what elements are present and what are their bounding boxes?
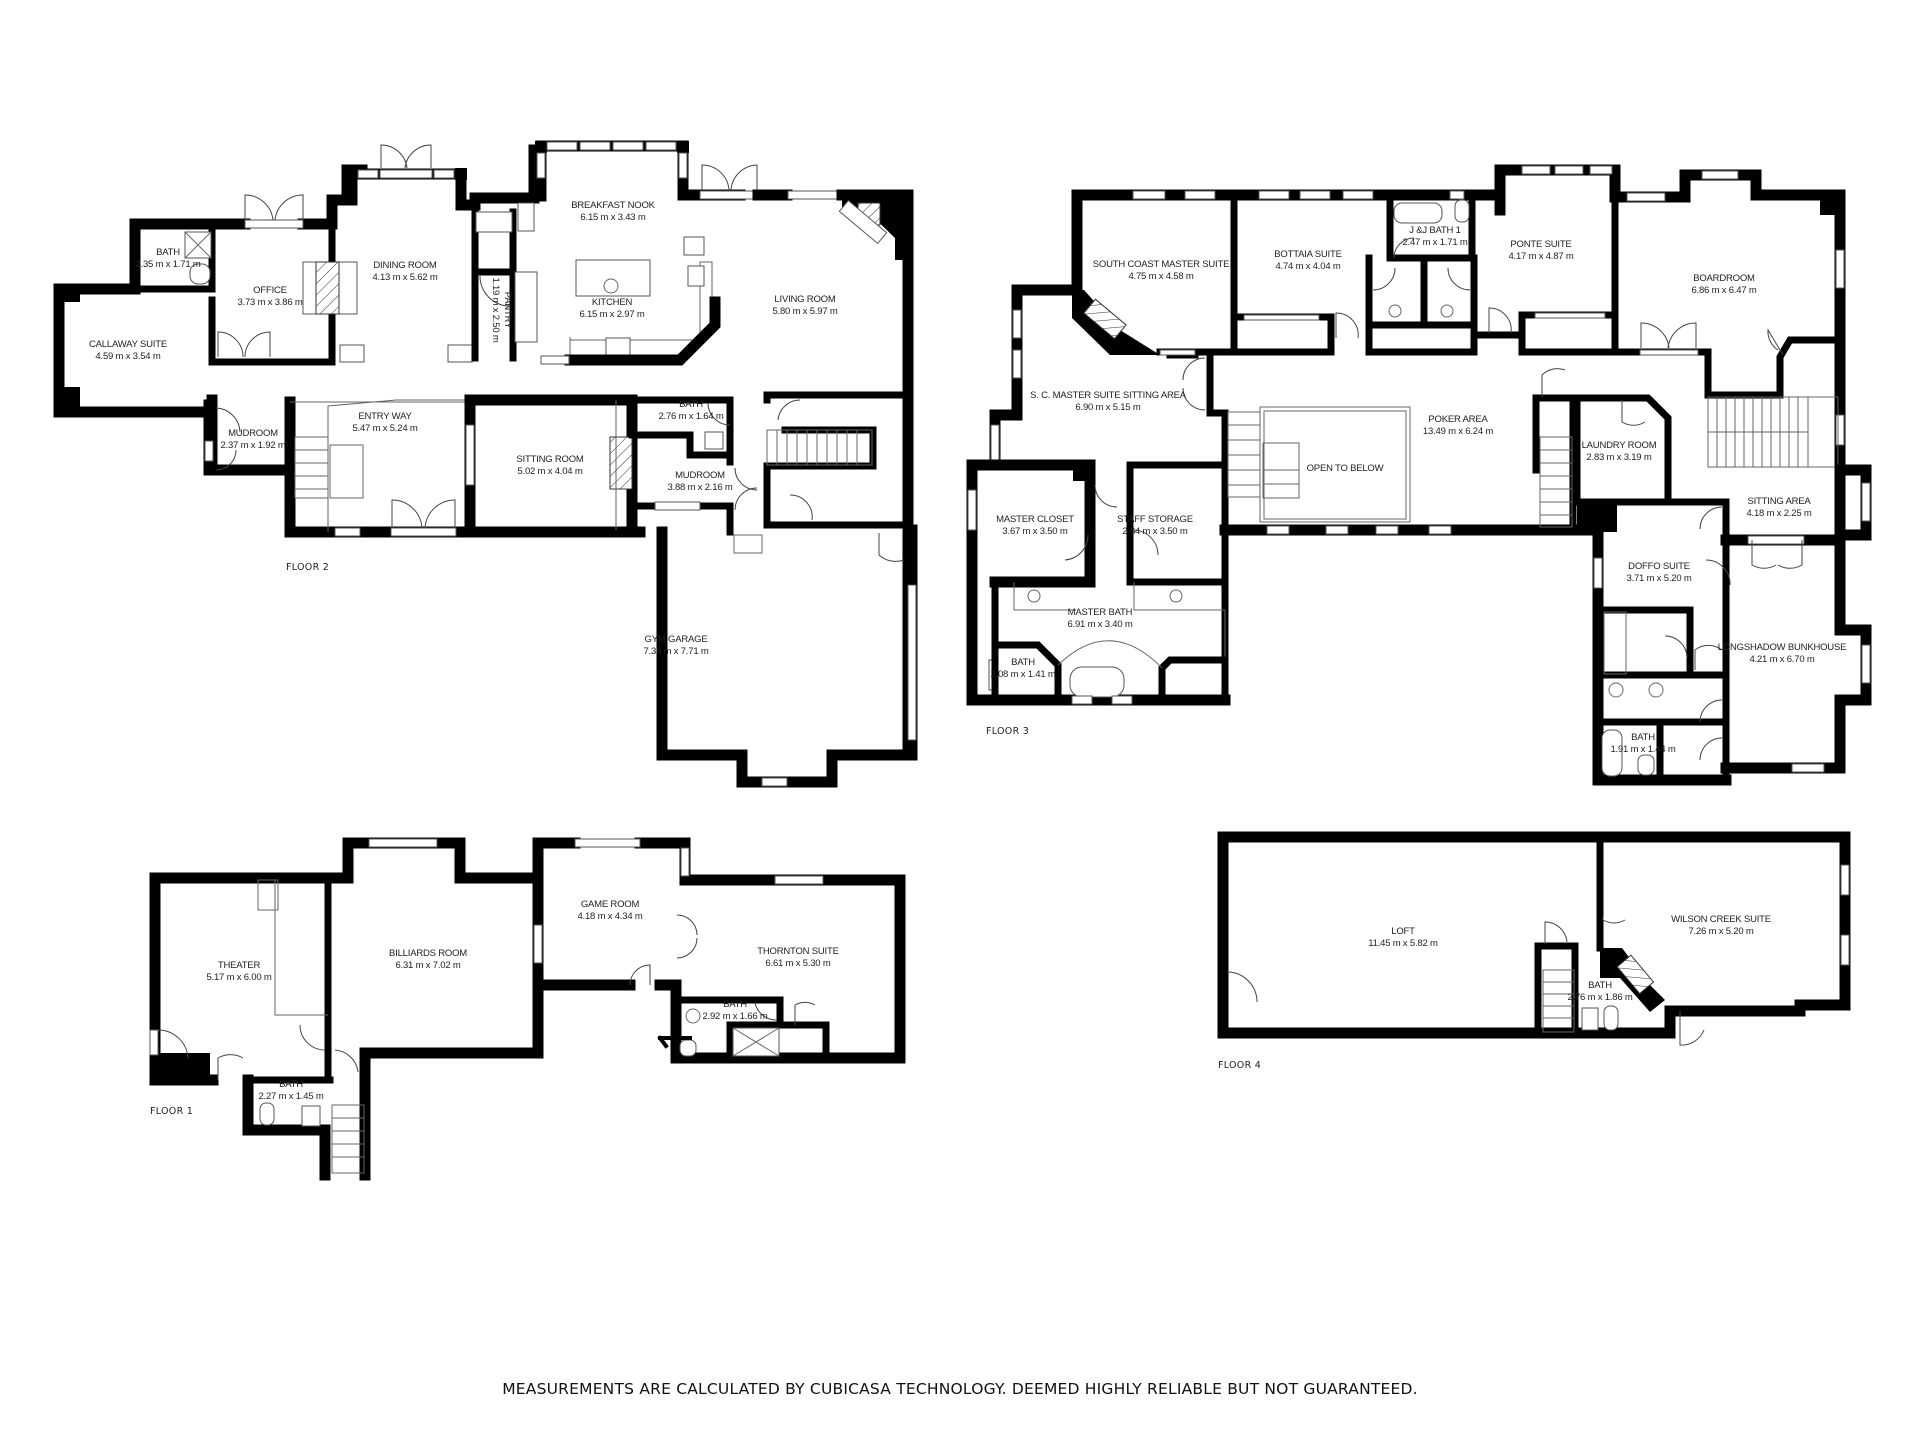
floor-2-label: FLOOR 2 bbox=[286, 562, 330, 573]
floor-1-label: FLOOR 1 bbox=[150, 1106, 194, 1117]
floor-4-label: FLOOR 4 bbox=[1218, 1060, 1262, 1071]
measurement-disclaimer: MEASUREMENTS ARE CALCULATED BY CUBICASA … bbox=[502, 1380, 1418, 1398]
floor-3-label: FLOOR 3 bbox=[986, 726, 1030, 737]
room-label-open-to-below: OPEN TO BELOW bbox=[1306, 463, 1384, 474]
floor-2-plan bbox=[53, 140, 918, 788]
floor-1-plan bbox=[149, 837, 906, 1181]
floor-3-plan bbox=[966, 164, 1872, 786]
floor-4-plan bbox=[1217, 831, 1851, 1046]
